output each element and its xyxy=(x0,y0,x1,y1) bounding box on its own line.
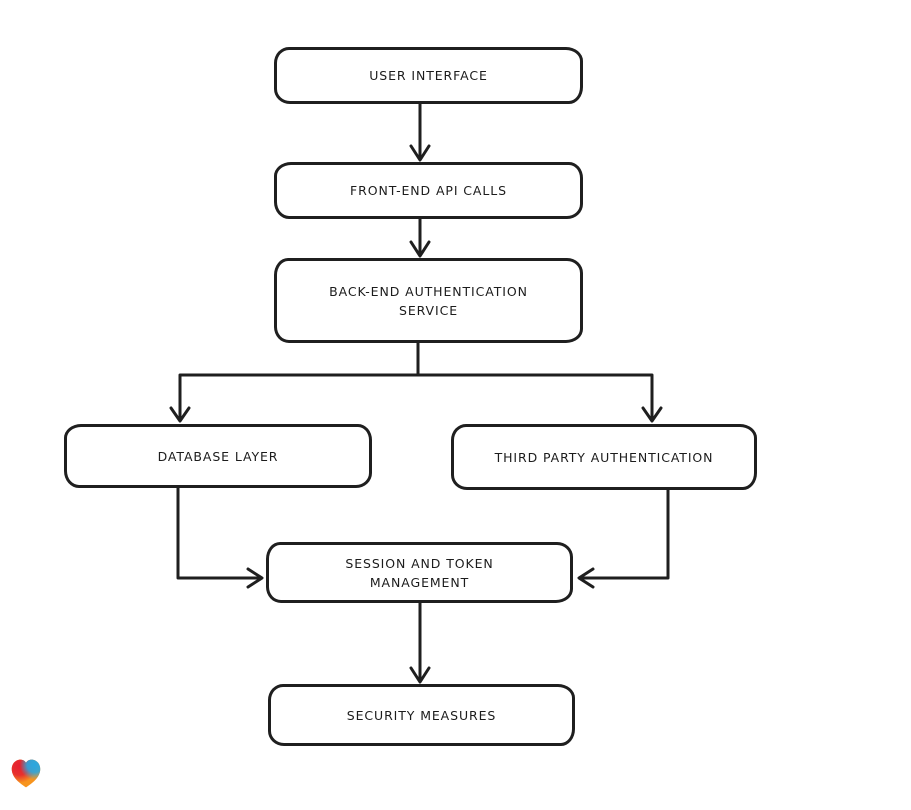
arrow-database-layer-to-session xyxy=(176,486,264,589)
node-user-interface: USER INTERFACE xyxy=(274,47,583,104)
node-label: FRONT-END API CALLS xyxy=(350,183,507,198)
arrow-third-party-to-session xyxy=(577,488,670,589)
heart-icon xyxy=(11,759,41,788)
arrow-back-end-to-third-party xyxy=(416,373,663,423)
node-third-party-authentication: THIRD PARTY AUTHENTICATION xyxy=(451,424,757,490)
arrow-front-end-to-back-end xyxy=(409,217,431,258)
node-label: USER INTERFACE xyxy=(369,68,488,83)
watermark-logo[interactable] xyxy=(9,757,43,790)
node-label: DATABASE LAYER xyxy=(157,448,279,464)
node-database-layer: DATABASE LAYER xyxy=(64,424,372,488)
arrow-user-interface-to-front-end xyxy=(409,102,431,162)
node-session-and-token-management: SESSION AND TOKEN MANAGEMENT xyxy=(266,542,573,603)
node-label: SESSION AND TOKEN MANAGEMENT xyxy=(345,555,494,590)
node-label: SECURITY MEASURES xyxy=(346,707,497,723)
node-label: BACK-END AUTHENTICATION SERVICE xyxy=(329,283,528,318)
arrow-session-to-security xyxy=(409,601,431,684)
node-security-measures: SECURITY MEASURES xyxy=(268,684,575,746)
node-back-end-authentication-service: BACK-END AUTHENTICATION SERVICE xyxy=(274,258,583,343)
node-label: THIRD PARTY AUTHENTICATION xyxy=(494,449,714,465)
node-front-end-api-calls: FRONT-END API CALLS xyxy=(274,162,583,219)
arrow-back-end-to-database-layer xyxy=(169,341,420,423)
